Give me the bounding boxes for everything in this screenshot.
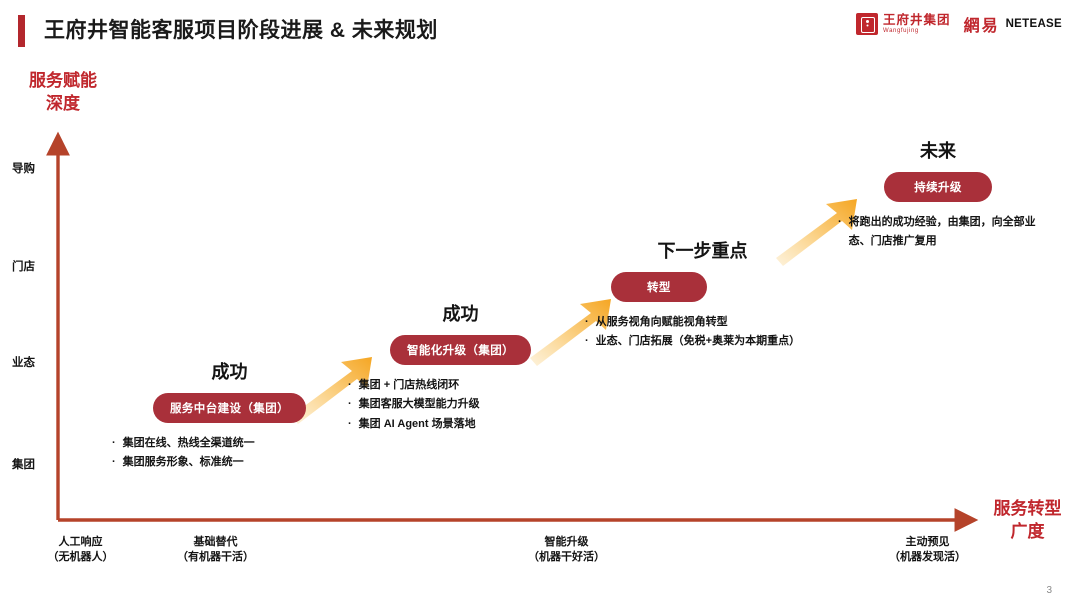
list-item: · 将跑出的成功经验，由集团，向全部业态、门店推广复用 — [838, 213, 1038, 252]
x-tick-proactive: 主动预见 （机器发现活） — [855, 535, 1000, 565]
list-item: · 集团服务形象、标准统一 — [112, 453, 347, 472]
x-tick-basic-replace: 基础替代 （有机器干活） — [143, 535, 288, 565]
wangfujing-logo-text: 王府井集团 Wangfujing — [883, 14, 951, 35]
list-item: · 集团客服大模型能力升级 — [348, 395, 573, 414]
netease-logo: 網易 NETEASE — [964, 12, 1062, 36]
list-item: · 业态、门店拓展（免税+奥莱为本期重点） — [585, 332, 820, 351]
bullet-dot-icon: · — [348, 379, 352, 391]
wangfujing-mark-icon — [856, 13, 879, 35]
x-tick-2-line2: （有机器干活） — [177, 550, 254, 563]
stage-3-pill[interactable]: 转型 — [611, 272, 707, 302]
list-item: · 集团 + 门店热线闭环 — [348, 376, 573, 395]
stage-4: 未来 持续升级 · 将跑出的成功经验，由集团，向全部业态、门店推广复用 — [838, 137, 1038, 252]
wangfujing-logo-en: Wangfujing — [883, 28, 919, 35]
stage-2-bullet-1: 集团 + 门店热线闭环 — [358, 379, 460, 391]
wangfujing-logo: 王府井集团 Wangfujing — [856, 13, 951, 35]
x-axis-title-line1: 服务转型 — [993, 499, 1062, 518]
x-tick-4-line2: （机器发现活） — [889, 550, 966, 563]
stage-2-bullet-2: 集团客服大模型能力升级 — [358, 398, 480, 411]
stage-1-heading: 成功 — [211, 362, 248, 382]
netease-logo-en: NETEASE — [1005, 18, 1062, 30]
stage-3: 下一步重点 转型 · 从服务视角向赋能视角转型 · 业态、门店拓展（免税+奥莱为… — [585, 237, 820, 352]
y-tick-daogou: 导购 — [12, 163, 35, 175]
title-accent-bar — [18, 15, 25, 47]
stage-2-pill-wrap: 智能化升级（集团） — [348, 335, 573, 365]
netease-logo-cn: 網易 — [963, 18, 1000, 35]
stage-2-pill[interactable]: 智能化升级（集团） — [389, 335, 532, 365]
stage-4-pill-wrap: 持续升级 — [838, 172, 1038, 202]
stage-1-pill[interactable]: 服务中台建设（集团） — [153, 393, 306, 423]
stage-4-pill[interactable]: 持续升级 — [884, 172, 992, 202]
stage-1-bullet-2: 集团服务形象、标准统一 — [122, 456, 244, 469]
stage-4-heading: 未来 — [920, 141, 956, 161]
stage-3-heading: 下一步重点 — [657, 241, 748, 261]
stage-2-bullets: · 集团 + 门店热线闭环 · 集团客服大模型能力升级 · 集团 AI Agen… — [348, 376, 573, 434]
stage-1: 成功 服务中台建设（集团） · 集团在线、热线全渠道统一 · 集团服务形象、标准… — [112, 358, 347, 473]
x-tick-1-line1: 人工响应 — [58, 536, 103, 548]
y-axis-title-line1: 服务赋能 — [29, 71, 97, 90]
x-tick-4-line1: 主动预见 — [905, 536, 950, 548]
x-tick-smart-upgrade: 智能升级 （机器干好活） — [494, 535, 639, 565]
bullet-dot-icon: · — [112, 437, 116, 449]
stage-3-pill-wrap: 转型 — [585, 272, 820, 302]
x-axis-title: 服务转型 广度 — [980, 498, 1075, 544]
bullet-dot-icon: · — [585, 335, 589, 348]
stage-1-bullet-1: 集团在线、热线全渠道统一 — [122, 437, 255, 449]
stage-1-pill-wrap: 服务中台建设（集团） — [112, 393, 347, 423]
page-number: 3 — [1046, 585, 1052, 596]
x-axis-title-line2: 广度 — [1010, 521, 1045, 541]
stage-2: 成功 智能化升级（集团） · 集团 + 门店热线闭环 · 集团客服大模型能力升级… — [348, 300, 573, 434]
stage-4-bullets: · 将跑出的成功经验，由集团，向全部业态、门店推广复用 — [838, 213, 1038, 252]
list-item: · 从服务视角向赋能视角转型 — [585, 313, 820, 332]
y-axis-title-line2: 深度 — [46, 93, 80, 113]
stage-3-bullet-1: 从服务视角向赋能视角转型 — [595, 316, 728, 328]
bullet-dot-icon: · — [112, 456, 116, 469]
wangfujing-logo-cn: 王府井集团 — [883, 12, 951, 27]
y-tick-mendian: 门店 — [12, 261, 35, 273]
stage-3-bullets: · 从服务视角向赋能视角转型 · 业态、门店拓展（免税+奥莱为本期重点） — [585, 313, 820, 352]
stage-3-bullet-2: 业态、门店拓展（免税+奥莱为本期重点） — [595, 335, 801, 348]
stage-1-bullets: · 集团在线、热线全渠道统一 · 集团服务形象、标准统一 — [112, 434, 347, 473]
x-tick-3-line2: （机器干好活） — [528, 550, 605, 563]
bullet-dot-icon: · — [348, 398, 352, 411]
list-item: · 集团 AI Agent 场景落地 — [348, 415, 573, 434]
x-tick-1-line2: （无机器人） — [47, 550, 114, 563]
x-tick-manual-response: 人工响应 （无机器人） — [8, 535, 153, 565]
x-tick-2-line1: 基础替代 — [193, 536, 238, 548]
x-tick-3-line1: 智能升级 — [544, 536, 589, 548]
stage-2-bullet-3: 集团 AI Agent 场景落地 — [358, 417, 476, 430]
list-item: · 集团在线、热线全渠道统一 — [112, 434, 347, 453]
y-axis-title: 服务赋能 深度 — [8, 70, 118, 116]
bullet-dot-icon: · — [348, 417, 352, 430]
y-tick-jituan: 集团 — [12, 459, 35, 471]
bullet-dot-icon: · — [838, 216, 842, 228]
stage-4-bullet-1: 将跑出的成功经验，由集团，向全部业态、门店推广复用 — [848, 216, 1036, 248]
stage-2-heading: 成功 — [442, 304, 479, 324]
page-title: 王府井智能客服项目阶段进展 & 未来规划 — [44, 19, 438, 42]
y-tick-yetai: 业态 — [12, 357, 35, 369]
logo-group: 王府井集团 Wangfujing 網易 NETEASE — [856, 12, 1062, 36]
bullet-dot-icon: · — [585, 316, 589, 328]
